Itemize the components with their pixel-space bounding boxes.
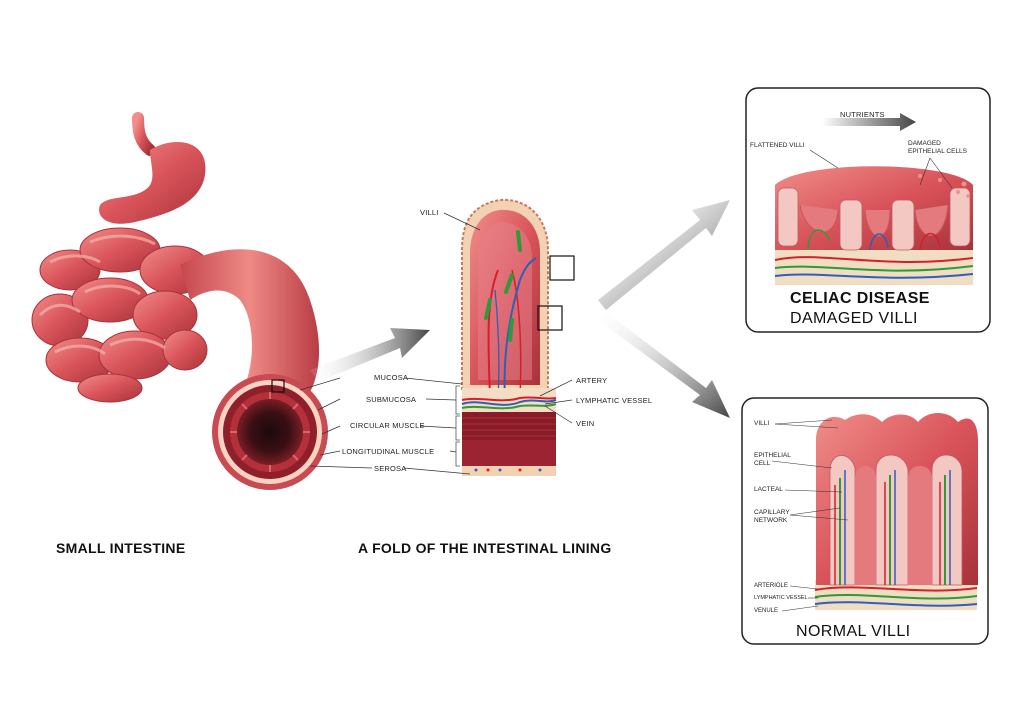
label-vein: VEIN: [576, 419, 595, 428]
label-damaged-line2: EPITHELIAL CELLS: [908, 148, 968, 155]
label-epithelial-line1: EPITHELIAL: [754, 452, 791, 459]
label-capillary-line2: NETWORK: [754, 517, 788, 524]
celiac-panel: [745, 87, 991, 333]
small-intestine-title: SMALL INTESTINE: [56, 540, 186, 556]
normal-villi-panel: [741, 397, 989, 645]
label-serosa: SEROSA: [374, 464, 407, 473]
label-submucosa: SUBMUCOSA: [366, 395, 417, 404]
label-normal-villi: VILLI: [754, 420, 770, 427]
celiac-subtitle: DAMAGED VILLI: [790, 310, 918, 327]
label-normal-lymphatic: LYMPHATIC VESSEL: [754, 595, 808, 601]
label-lymphatic-vessel: LYMPHATIC VESSEL: [576, 396, 653, 405]
label-venule: VENULE: [754, 608, 779, 614]
label-arteriole: ARTERIOLE: [754, 583, 788, 589]
label-villi: VILLI: [420, 208, 439, 217]
celiac-title: CELIAC DISEASE: [790, 290, 930, 307]
normal-villi-title: NORMAL VILLI: [796, 623, 911, 640]
label-damaged-line1: DAMAGED: [908, 140, 941, 147]
fold-leader-lines: [299, 212, 573, 475]
label-lacteal: LACTEAL: [754, 486, 783, 493]
label-epithelial-line2: CELL: [754, 460, 771, 467]
label-capillary-line1: CAPILLARY: [754, 509, 790, 516]
intestine-cross-section: [212, 374, 328, 490]
fold-title: A FOLD OF THE INTESTINAL LINING: [358, 540, 612, 556]
label-longitudinal-muscle: LONGITUDINAL MUSCLE: [342, 447, 435, 456]
arrow-to-fold: [310, 328, 430, 382]
small-intestine-illustration: [31, 112, 328, 490]
arrow-to-celiac: [598, 200, 730, 310]
villus-fold-illustration: [455, 198, 575, 476]
arrow-to-normal: [598, 312, 730, 418]
label-mucosa: MUCOSA: [374, 373, 409, 382]
label-flattened-villi: FLATTENED VILLI: [750, 142, 805, 149]
label-nutrients: NUTRIENTS: [840, 110, 885, 119]
label-circular-muscle: CIRCULAR MUSCLE: [350, 421, 425, 430]
label-artery: ARTERY: [576, 376, 608, 385]
